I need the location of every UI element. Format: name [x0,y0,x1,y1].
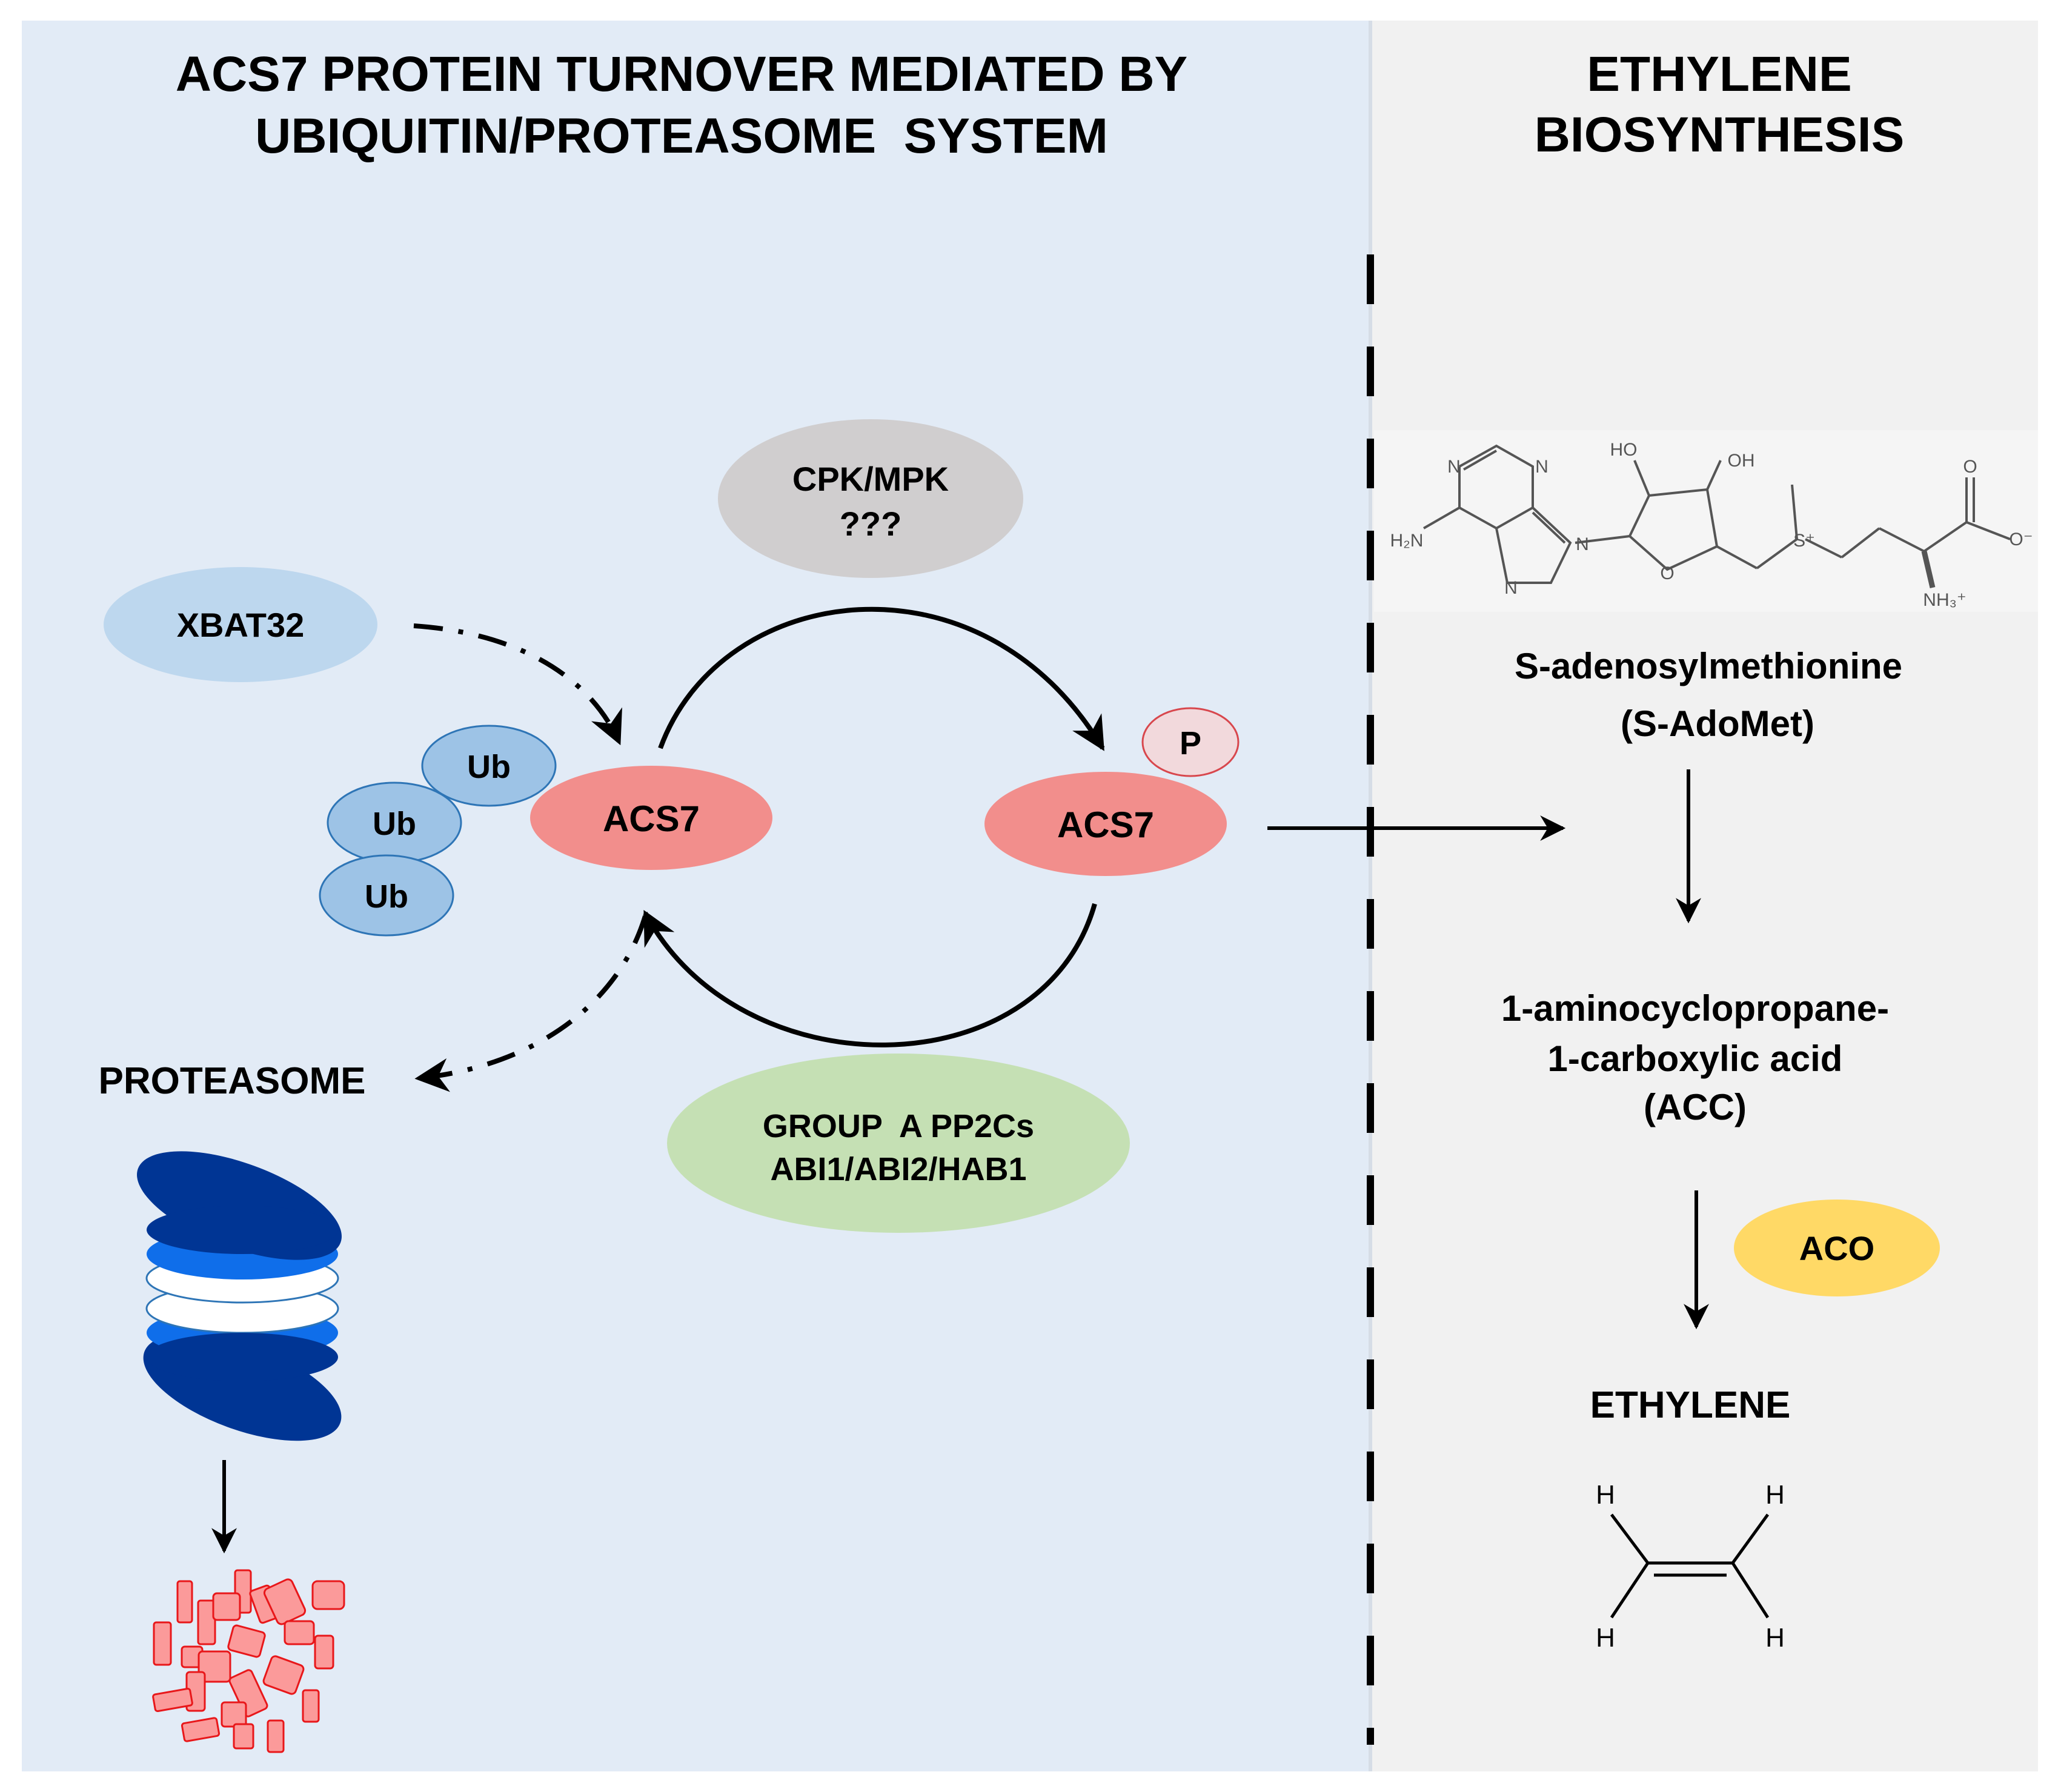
phospho-ellipse [1141,707,1240,777]
kinase-label: CPK/MPK [792,460,949,498]
atom-h2n: H₂N [1390,531,1424,551]
ub-label-1: Ub [467,749,511,785]
xbat32-label: XBAT32 [177,606,305,644]
proteasome-label: PROTEASOME [99,1060,366,1102]
pp2c-members-label: ABI1/ABI2/HAB1 [770,1151,1026,1187]
atom-h-3: H [1596,1623,1615,1653]
proteasome-icon [137,1151,342,1441]
atom-oh: OH [1728,451,1755,471]
acs7-label-right: ACS7 [1057,805,1154,845]
sadomet-name: S-adenosylmethionine [1515,646,1902,686]
atom-o-ring: O [1660,563,1674,583]
sadomet-atom-labels: N N N N H₂N HO OH O S⁺ O O⁻ NH₃⁺ [1390,440,2033,610]
ethylene-label: ETHYLENE [1590,1384,1791,1426]
ub-ellipse-3 [319,854,454,937]
ethylene-structure [1610,1513,1770,1619]
right-title-line2: BIOSYNTHESIS [1535,107,1905,162]
atom-o-minus: O⁻ [2009,529,2033,549]
phosphorylation-arrow [658,606,1105,751]
peptide-fragments [152,1569,345,1753]
atom-n-1: N [1447,457,1461,477]
left-panel [22,21,1370,1771]
sadomet-abbrev: (S-AdoMet) [1621,703,1814,744]
atom-n-3: N [1576,534,1589,554]
xbat32-ellipse [104,567,377,682]
aco-ellipse [1734,1200,1940,1296]
acs7-unphosphorylated [530,766,772,870]
ethylene-h-labels: H H H H [1596,1480,1785,1653]
atom-h-2: H [1765,1480,1785,1510]
pp2c-group-label: GROUP A PP2Cs [763,1108,1034,1144]
atom-h-1: H [1596,1480,1615,1510]
atom-o-carbonyl: O [1963,457,1977,477]
dephosphorylation-arrow [643,903,1097,1047]
degradation-arrow [414,915,648,1092]
pp2c-ellipse [667,1054,1130,1233]
ub-label-2: Ub [373,806,416,842]
ub-label-3: Ub [365,878,408,915]
sadomet-structure [1374,430,2038,612]
atom-s-plus: S⁺ [1793,531,1815,551]
atom-ho: HO [1610,440,1638,460]
ub-ellipse-1 [421,725,557,807]
acc-abbrev: (ACC) [1644,1087,1747,1127]
left-title-line1: ACS7 PROTEIN TURNOVER MEDIATED BY [176,47,1188,102]
atom-nh3-plus: NH₃⁺ [1923,590,1966,610]
left-title-line2: UBIQUITIN/PROTEASOME SYSTEM [255,108,1108,164]
atom-h-4: H [1765,1623,1785,1653]
acc-name-line2: 1-carboxylic acid [1548,1038,1843,1079]
xbat32-ubiquitination-arrow [413,623,622,746]
right-title-line1: ETHYLENE [1587,47,1851,102]
right-panel [1370,21,2038,1771]
aco-label: ACO [1799,1229,1874,1267]
acs7-phosphorylated [984,772,1227,876]
kinase-ellipse [718,419,1023,578]
kinase-unknown-label: ??? [840,505,902,543]
phospho-label: P [1180,725,1201,762]
atom-n-4: N [1504,578,1518,598]
acs7-label-left: ACS7 [603,798,700,839]
atom-n-2: N [1535,457,1548,477]
acc-name-line1: 1-aminocyclopropane- [1501,988,1889,1029]
